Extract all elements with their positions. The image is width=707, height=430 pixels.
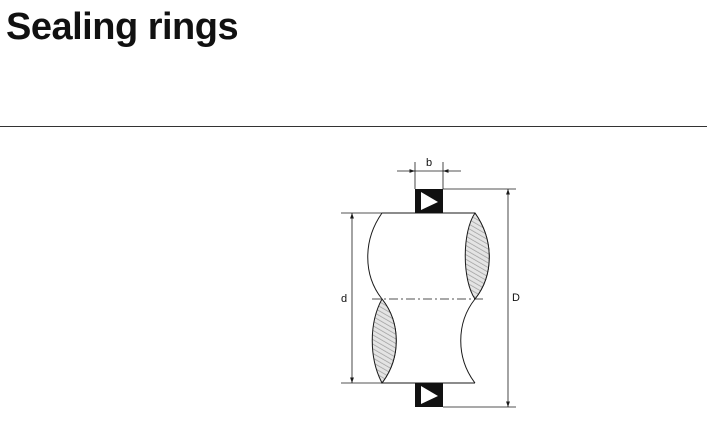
title-divider (0, 126, 707, 127)
page-title: Sealing rings (6, 6, 239, 48)
dimension-b: b (397, 157, 461, 173)
dimension-D: D (506, 189, 520, 407)
break-section-right (464, 212, 490, 300)
break-section-left (371, 298, 397, 384)
dimension-d: d (341, 213, 354, 383)
dimension-label-d: d (341, 293, 347, 305)
dimension-label-b: b (426, 157, 432, 169)
seal-section-bottom (415, 383, 443, 407)
extension-lines (341, 162, 516, 408)
seal-section-top (415, 189, 443, 213)
dimension-label-D: D (512, 292, 520, 304)
